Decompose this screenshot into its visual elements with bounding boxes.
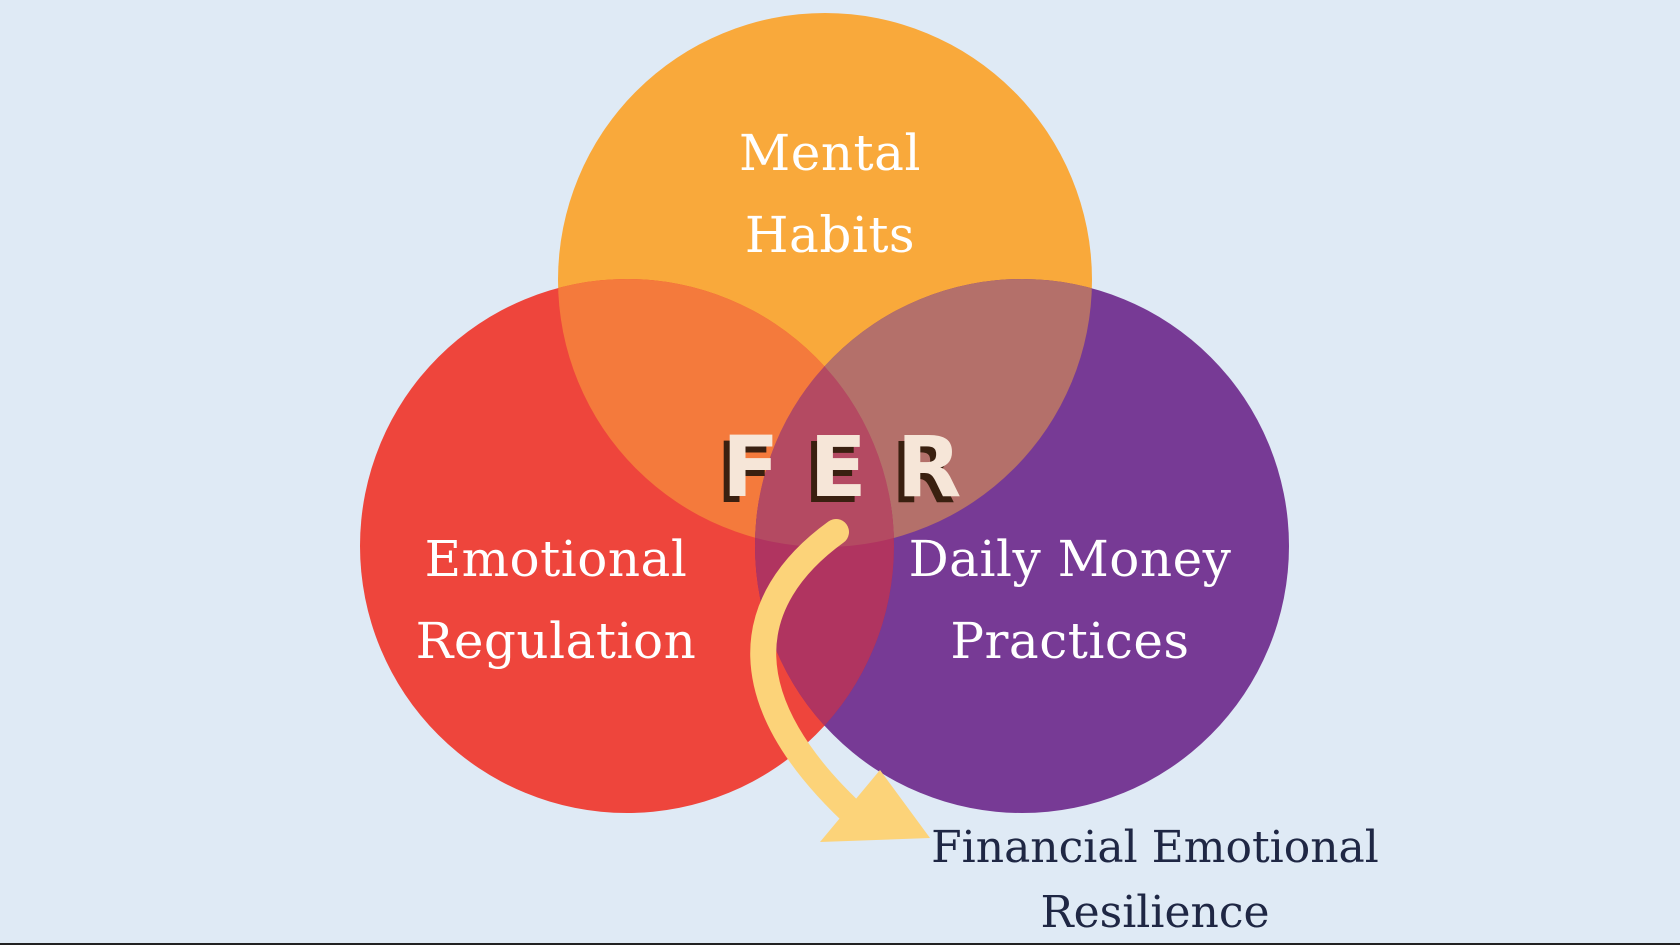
label-daily-money-practices: Daily Money Practices — [880, 518, 1260, 682]
center-label-fer: FER — [722, 418, 992, 516]
bottom-border — [0, 943, 1680, 945]
label-emotional-line1: Emotional — [424, 530, 688, 588]
label-emotional-regulation: Emotional Regulation — [376, 518, 736, 682]
outcome-line2: Resilience — [1040, 887, 1270, 938]
label-daily-line2: Practices — [950, 612, 1190, 670]
arrow-head-icon — [820, 770, 930, 842]
label-mental-line1: Mental — [739, 124, 921, 182]
label-mental-habits: Mental Habits — [660, 112, 1000, 276]
outcome-label: Financial Emotional Resilience — [905, 815, 1405, 945]
curved-arrow — [750, 519, 873, 833]
outcome-line1: Financial Emotional — [931, 822, 1379, 873]
label-daily-line1: Daily Money — [908, 530, 1232, 588]
label-emotional-line2: Regulation — [415, 612, 697, 670]
label-mental-line2: Habits — [744, 206, 916, 264]
